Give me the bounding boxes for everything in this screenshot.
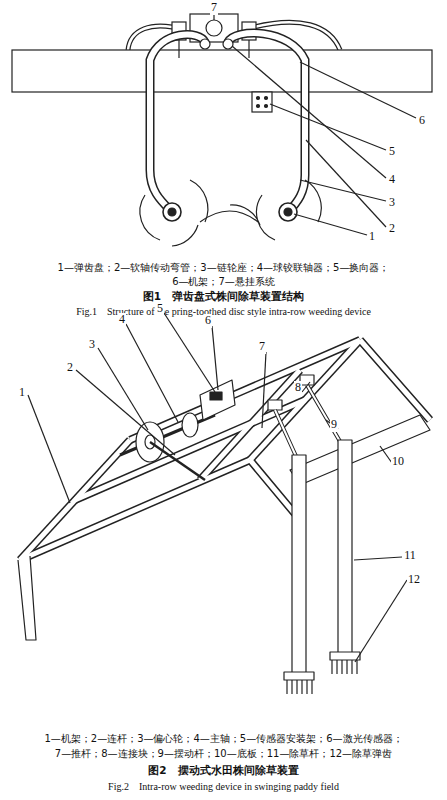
callout-number: 5 bbox=[388, 145, 396, 158]
figure-title-english: Fig.2 Intra-row weeding device in swingi… bbox=[108, 781, 339, 792]
callout-number: 1 bbox=[368, 230, 376, 243]
callout-number: 1 bbox=[18, 386, 26, 399]
legend-text: 7—推杆；8—连接块；9—摆动杆；10—底板；11—除草杆；12—除草弹齿 bbox=[55, 748, 392, 759]
callout-number: 2 bbox=[388, 222, 396, 235]
callout-number: 3 bbox=[88, 338, 96, 351]
callout-number: 2 bbox=[66, 361, 74, 374]
callout-number: 12 bbox=[407, 573, 421, 586]
fig1-drawing bbox=[12, 14, 432, 246]
figure-title: 图1 弹齿盘式株间除草装置结构 bbox=[143, 291, 304, 303]
callout-number: 6 bbox=[418, 114, 426, 127]
callout-number: 11 bbox=[403, 549, 417, 562]
callout-number: 8 bbox=[294, 381, 302, 394]
legend-text: 1—机架；2—连杆；3—偏心轮；4—主轴；5—传感器安装架；6—激光传感器； bbox=[44, 733, 402, 744]
callout-number: 5 bbox=[156, 302, 164, 315]
callout-number: 7 bbox=[258, 340, 266, 353]
callout-number: 3 bbox=[388, 196, 396, 209]
callout-number: 10 bbox=[391, 455, 405, 468]
callout-number: 9 bbox=[330, 418, 338, 431]
callout-number: 7 bbox=[210, 1, 218, 14]
callout-number: 4 bbox=[388, 173, 396, 186]
callout-number: 4 bbox=[118, 313, 126, 326]
figure-title: 图2 摆动式水田株间除草装置 bbox=[148, 765, 298, 777]
legend-text: 1—弹齿盘；2—软轴传动弯管；3—链轮座；4—球铰联轴器；5—换向器； bbox=[58, 262, 390, 273]
callout-number: 6 bbox=[204, 314, 212, 327]
fig2-drawing bbox=[18, 313, 430, 694]
legend-text: 6—机架；7—悬挂系统 bbox=[172, 276, 275, 287]
